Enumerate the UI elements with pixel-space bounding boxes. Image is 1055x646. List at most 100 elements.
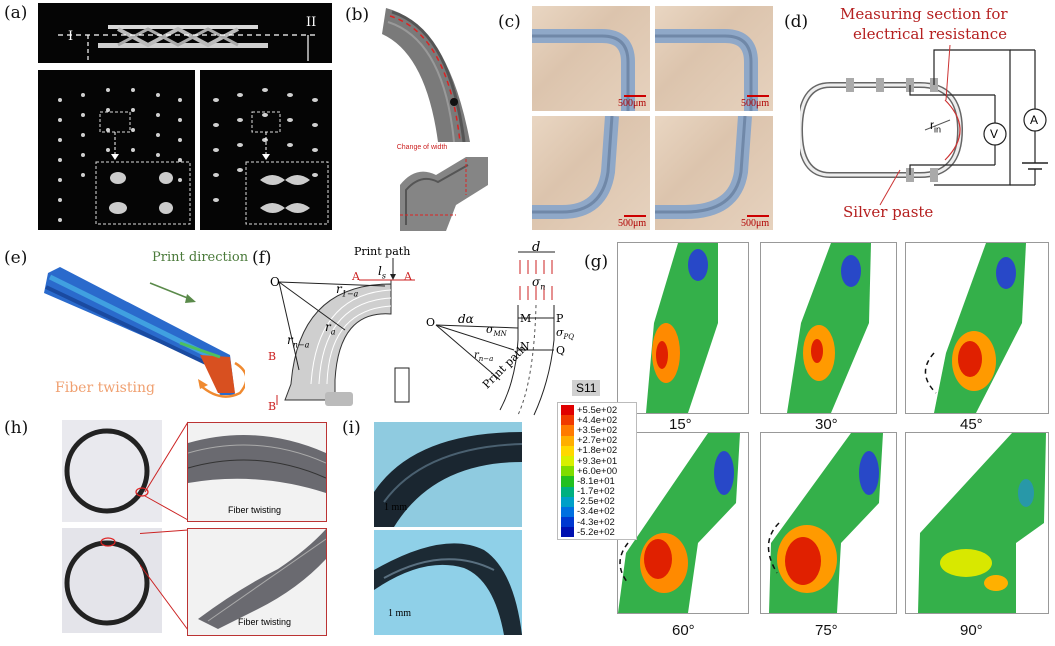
fiber-micrograph-bottom: 1 mm [374,530,522,635]
legend-swatch [561,476,574,487]
radius-r1a-symbol: r [336,282,342,296]
point-n: N [520,340,530,353]
print-path-top-label: Print path [354,245,411,258]
angle-label-30: 30° [815,416,838,433]
legend-row: -2.5e+02 [561,496,633,508]
stress-contour-45deg [905,242,1049,414]
radius-rna-subscript: n−a [292,340,310,350]
lattice-structure-image [58,25,318,61]
fiber-dots-left [58,88,191,225]
sigma-pq-symbol: σ [556,326,564,339]
fiber-closeup-bottom: Fiber twisting [187,528,327,636]
panel-label-i: (i) [342,418,361,438]
point-b-bottom: B [268,400,277,413]
micrograph-3: 500μm [532,116,650,230]
legend-value: -3.4e+02 [577,506,615,518]
angle-label-15: 15° [669,416,692,433]
legend-swatch [561,415,574,426]
legend-row: +6.0e+00 [561,465,633,477]
bending-mechanics-diagram-left [276,258,415,406]
inner-radius-label: rin [930,118,941,134]
fiber-twisting-simulation [44,267,245,398]
radius-ra-symbol: r [325,320,331,334]
legend-rows: +5.5e+02+4.4e+02+3.5e+02+2.7e+02+1.8e+02… [561,404,633,538]
bending-mechanics-diagram-right [435,251,555,416]
scale-bar-3: 500μm [618,215,647,229]
sigma-n-label: σn [532,275,545,291]
micrograph-2: 500μm [655,6,773,111]
roman-label-ii: II [306,15,317,30]
length-ls-symbol: l [378,264,382,278]
point-o-left: O [270,275,280,289]
legend-value: +5.5e+02 [577,404,618,416]
radius-rna: rn−a [287,333,309,349]
radius-rna-right: rn−a [474,350,493,363]
legend-value: +1.8e+02 [577,445,618,457]
legend-value: +3.5e+02 [577,424,618,436]
radius-rna-symbol: r [287,333,293,347]
panel-a-cross-section-right [200,70,332,230]
micrograph-1: 500μm [532,6,650,111]
radius-rna-right-subscript: n−a [478,355,494,363]
radius-ra-subscript: a [330,327,336,337]
fiber-twisting-caption-bottom: Fiber twisting [238,617,292,627]
legend-value: -1.7e+02 [577,486,615,498]
legend-swatch [561,517,574,528]
length-ls: ls [378,264,386,280]
legend-row: +1.8e+02 [561,445,633,457]
panel-a-top-image: I II [38,3,332,63]
stress-contour-75deg [760,432,897,614]
radius-r1a: r1−a [336,282,358,298]
legend-swatch [561,486,574,497]
panel-a-cross-section-left [38,70,195,230]
angle-label-45: 45° [960,416,983,433]
roman-label-i: I [68,29,74,44]
legend-value: +9.3e+01 [577,455,618,467]
legend-value: -2.5e+02 [577,496,615,508]
fiber-twisting-label: Fiber twisting [55,380,155,396]
panel-b-width-image [396,155,488,231]
legend-value: -5.2e+02 [577,526,615,538]
panel-label-b: (b) [345,5,370,25]
panel-label-d: (d) [784,12,809,32]
zoom-connector-lines [140,421,189,631]
scale-label-bottom: 1 mm [388,608,412,619]
sigma-mn-symbol: σ [486,323,494,336]
panel-label-f: (f) [252,248,272,268]
scale-bar-2: 500μm [741,95,770,109]
legend-value: +4.4e+02 [577,414,618,426]
fiber-micrograph-top: 1 mm [374,422,522,527]
sigma-pq-label: σPQ [556,326,574,341]
legend-swatch [561,496,574,507]
legend-row: -1.7e+02 [561,486,633,498]
legend-row: +3.5e+02 [561,424,633,436]
inner-radius-subscript: in [934,124,942,135]
length-ls-subscript: s [381,271,386,281]
legend-value: +2.7e+02 [577,435,618,447]
inner-radius-symbol: r [930,118,934,132]
legend-row: -3.4e+02 [561,506,633,518]
fiber-closeup-top: Fiber twisting [187,422,327,522]
point-o-right: O [426,316,436,329]
point-b-top: B [268,350,277,363]
fiber-dots-right [213,88,329,225]
legend-swatch [561,455,574,467]
legend-swatch [561,445,574,456]
angle-label-60: 60° [672,622,695,639]
measuring-section-label-line2: electrical resistance [853,25,1008,43]
sigma-mn-subscript: MN [493,330,507,339]
legend-swatch [561,405,574,416]
legend-row: +4.4e+02 [561,414,633,426]
legend-value: +6.0e+00 [577,465,618,477]
legend-variable-tag: S11 [572,380,601,396]
ring-photo-bottom [62,528,162,633]
print-direction-label: Print direction [152,250,249,265]
sigma-n-subscript: n [540,282,546,292]
point-q: Q [556,344,566,357]
stress-contour-90deg [905,432,1049,614]
ring-photo-top [62,420,162,522]
stress-contour-60deg [617,432,749,614]
panel-label-e: (e) [4,248,28,268]
point-a-right: A [404,270,412,283]
panel-b-fiber-bend-image [378,4,488,143]
